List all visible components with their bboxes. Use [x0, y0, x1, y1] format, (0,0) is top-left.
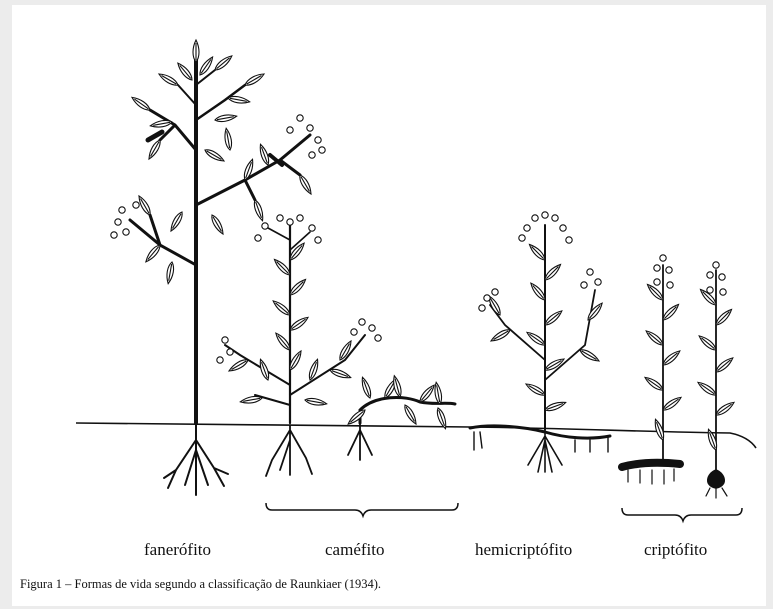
- brace-camefito: [266, 503, 458, 516]
- figure-caption: Figura 1 – Formas de vida segundo a clas…: [20, 577, 381, 592]
- ground-line: [76, 423, 756, 448]
- chamaephyte-plant: [225, 225, 455, 476]
- hemicryptophyte-plant: [470, 225, 610, 472]
- label-fanerofito: fanerófito: [144, 540, 211, 560]
- cryptophyte-leaves: [643, 282, 735, 451]
- phanerophyte-leaves: [130, 40, 313, 284]
- label-hemicriptofito: hemicriptófito: [475, 540, 572, 560]
- brace-criptofito: [622, 508, 742, 521]
- label-camefito: caméfito: [325, 540, 384, 560]
- label-criptofito: criptófito: [644, 540, 707, 560]
